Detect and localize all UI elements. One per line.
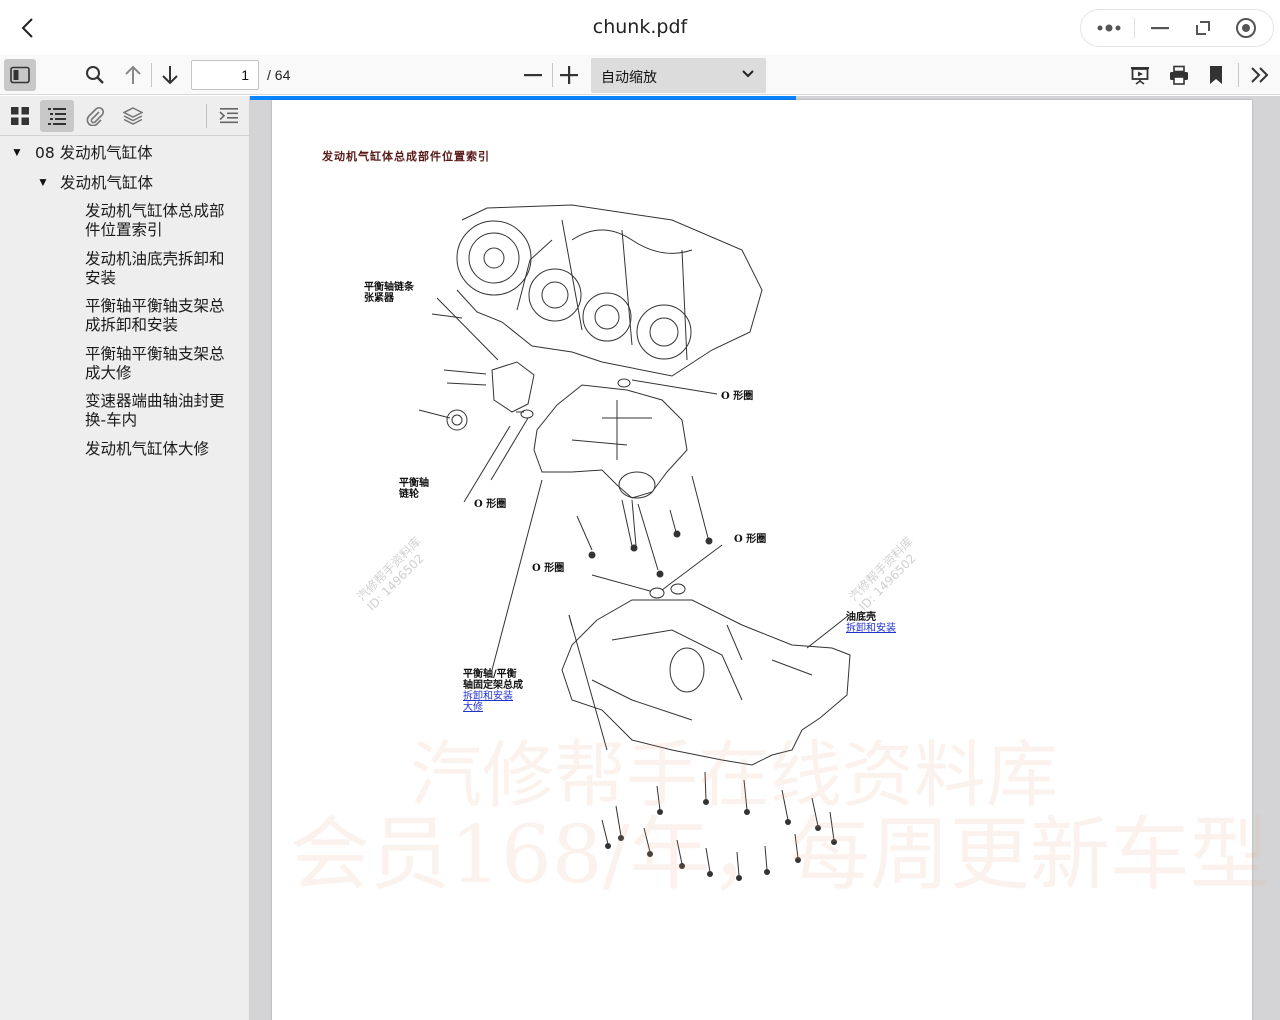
pdf-page: 发动机气缸体总成部件位置索引 bbox=[272, 100, 1270, 1020]
zoom-in-button[interactable] bbox=[553, 59, 585, 91]
back-button[interactable] bbox=[12, 12, 44, 44]
document-viewer[interactable]: 发动机气缸体总成部件位置索引 bbox=[250, 96, 1280, 1020]
sidebar-toggle-button[interactable] bbox=[4, 59, 36, 91]
toolbar-divider bbox=[552, 63, 553, 87]
label-balancer-sprocket: 平衡轴 链轮 bbox=[399, 478, 429, 500]
outline-item[interactable]: 平衡轴平衡轴支架总成拆卸和安装 bbox=[85, 297, 225, 334]
balancer-overhaul-link[interactable]: 大修 bbox=[463, 702, 483, 713]
toolbar-divider bbox=[1238, 63, 1239, 87]
sidebar-toolbar bbox=[0, 96, 249, 136]
label-oil-pan: 油底壳 拆卸和安装 bbox=[846, 612, 896, 634]
oil-pan-removal-link[interactable]: 拆卸和安装 bbox=[846, 623, 896, 634]
balancer-removal-link[interactable]: 拆卸和安装 bbox=[463, 691, 513, 702]
outline-item-section[interactable]: 发动机气缸体 bbox=[60, 174, 154, 192]
document-heading: 发动机气缸体总成部件位置索引 bbox=[322, 150, 490, 163]
bookmark-icon bbox=[1210, 66, 1222, 84]
thumbnails-view-button[interactable] bbox=[3, 100, 37, 132]
attachments-view-button[interactable] bbox=[78, 100, 112, 132]
minus-icon bbox=[524, 74, 542, 77]
outline-item[interactable]: 发动机气缸体总成部件位置索引 bbox=[85, 202, 225, 239]
layers-view-button[interactable] bbox=[116, 100, 150, 132]
outline-tree: 08 发动机气缸体 ▼ 发动机气缸体 ▼ 发动机气缸体总成部件位置索引 发动机油… bbox=[0, 136, 249, 458]
outline-view-button[interactable] bbox=[40, 100, 74, 132]
restore-icon bbox=[1195, 21, 1210, 35]
outline-list-icon bbox=[48, 108, 66, 125]
page-number-input[interactable] bbox=[191, 60, 259, 90]
sidebar: 08 发动机气缸体 ▼ 发动机气缸体 ▼ 发动机气缸体总成部件位置索引 发动机油… bbox=[0, 96, 250, 1020]
watermark-line-1: 汽修帮手在线资料库 bbox=[410, 733, 1059, 817]
controls-divider bbox=[1133, 18, 1135, 38]
label-chain-tensioner: 平衡轴链条 张紧器 bbox=[364, 282, 414, 304]
previous-page-button[interactable] bbox=[117, 59, 149, 91]
zoom-select-value: 自动缩放 bbox=[601, 70, 657, 86]
outline-item[interactable]: 发动机油底壳拆卸和安装 bbox=[85, 250, 225, 287]
minimize-button[interactable] bbox=[1142, 12, 1178, 44]
watermark-line-2: 会员168/年，每周更新车型 bbox=[290, 808, 1270, 901]
toolbar-divider bbox=[151, 63, 152, 87]
engine-exploded-diagram bbox=[418, 204, 851, 881]
presentation-mode-button[interactable] bbox=[1124, 59, 1156, 91]
outline-item[interactable]: 发动机气缸体大修 bbox=[85, 440, 210, 458]
page-total: / 64 bbox=[267, 67, 291, 83]
sidebar-toggle-icon bbox=[10, 66, 30, 84]
chevron-down-icon bbox=[742, 70, 754, 78]
zoom-out-button[interactable] bbox=[517, 59, 549, 91]
plus-icon bbox=[560, 66, 578, 84]
label-o-ring: O 形圈 bbox=[474, 499, 507, 510]
expand-toggle-icon[interactable]: ▼ bbox=[37, 175, 49, 189]
expand-toggle-icon[interactable]: ▼ bbox=[11, 145, 23, 159]
pdf-toolbar: / 64 自动缩放 bbox=[0, 55, 1280, 95]
outline-item-chapter[interactable]: 08 发动机气缸体 bbox=[35, 144, 153, 162]
current-outline-item-button[interactable] bbox=[212, 100, 246, 132]
search-button[interactable] bbox=[79, 59, 111, 91]
more-options-button[interactable] bbox=[1091, 12, 1127, 44]
outline-item[interactable]: 变速器端曲轴油封更换-车内 bbox=[85, 392, 225, 429]
printer-icon bbox=[1170, 65, 1188, 85]
more-dots-icon bbox=[1097, 24, 1120, 32]
grid-icon bbox=[11, 107, 29, 125]
arrow-down-icon bbox=[162, 66, 178, 85]
search-icon bbox=[86, 66, 104, 84]
paperclip-icon bbox=[86, 106, 105, 126]
label-o-ring: O 形圈 bbox=[532, 563, 565, 574]
outline-item[interactable]: 平衡轴平衡轴支架总成大修 bbox=[85, 345, 225, 382]
label-balancer-assembly: 平衡轴/平衡 轴固定架总成 拆卸和安装 大修 bbox=[463, 669, 523, 713]
layers-icon bbox=[123, 107, 143, 125]
find-current-outline-icon bbox=[219, 108, 238, 124]
label-o-ring: O 形圈 bbox=[734, 534, 767, 545]
tools-menu-button[interactable] bbox=[1244, 59, 1276, 91]
close-button[interactable] bbox=[1228, 12, 1264, 44]
presentation-icon bbox=[1131, 67, 1149, 85]
window-controls bbox=[1080, 9, 1274, 47]
loading-progress-bar bbox=[250, 96, 796, 100]
bookmark-button[interactable] bbox=[1200, 59, 1232, 91]
arrow-up-icon bbox=[125, 65, 141, 84]
label-o-ring: O 形圈 bbox=[721, 391, 754, 402]
double-chevron-right-icon bbox=[1251, 67, 1269, 83]
title-bar: chunk.pdf bbox=[0, 0, 1280, 55]
next-page-button[interactable] bbox=[154, 59, 186, 91]
zoom-select[interactable]: 自动缩放 bbox=[591, 58, 766, 93]
restore-button[interactable] bbox=[1185, 12, 1221, 44]
print-button[interactable] bbox=[1163, 59, 1195, 91]
minimize-icon bbox=[1150, 27, 1169, 30]
back-arrow-icon bbox=[21, 18, 33, 38]
window-title: chunk.pdf bbox=[592, 16, 688, 38]
sidebar-toolbar-divider bbox=[206, 104, 207, 128]
close-circle-icon bbox=[1235, 18, 1256, 38]
